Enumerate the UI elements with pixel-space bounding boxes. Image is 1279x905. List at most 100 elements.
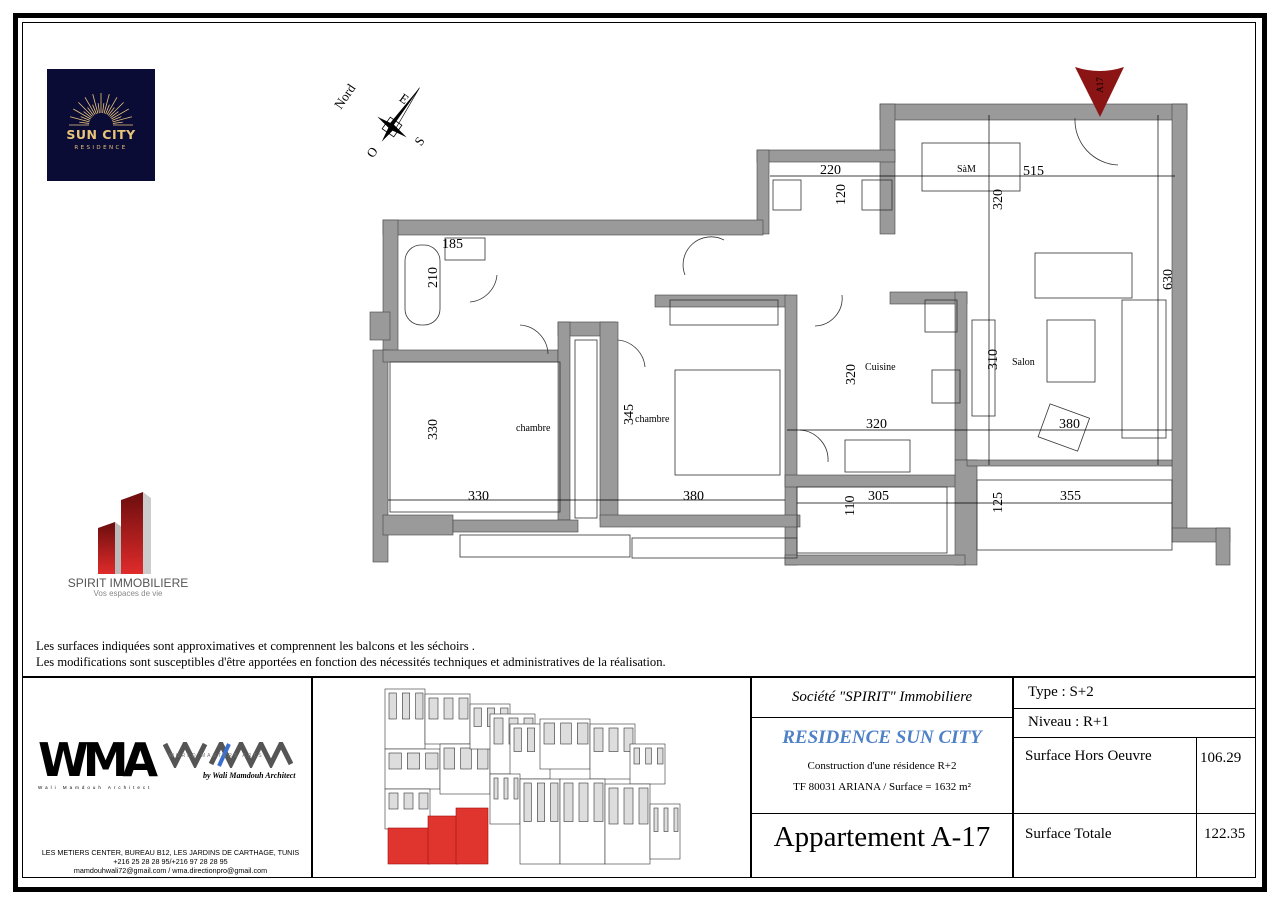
divider: [750, 813, 1256, 814]
site-key-plan: [384, 688, 681, 865]
sheet-frame: [13, 13, 1267, 892]
apartment-highlight: [387, 807, 489, 865]
key-plan-room: [458, 697, 469, 720]
key-plan-room: [593, 727, 604, 752]
key-plan-room: [477, 747, 489, 770]
key-plan-room: [645, 747, 652, 765]
dim-chambre1-width: 330: [468, 489, 489, 504]
key-plan-room: [593, 782, 604, 822]
room-label-chambre-2: chambre: [635, 414, 670, 425]
key-plan-room: [513, 727, 522, 752]
key-plan-room: [503, 777, 509, 800]
total-surface-value: 122.35: [1204, 826, 1246, 842]
wma2-logo-sub: WORLD MASTERS ARTS: [169, 753, 264, 759]
sheet-inner-frame: [22, 22, 1256, 878]
furniture: [389, 117, 1173, 559]
key-plan-room: [563, 782, 574, 822]
key-plan-room: [577, 722, 589, 745]
land-title: TF 80031 ARIANA / Surface = 1632 m²: [793, 781, 971, 793]
sun-city-logo-name: SUN CITY: [66, 127, 136, 142]
key-plan-room: [527, 727, 535, 752]
apartment-title: Appartement A-17: [773, 820, 991, 853]
dimension-lines: [388, 115, 1175, 504]
total-surface-label: Surface Totale: [1025, 826, 1112, 842]
key-plan-room: [473, 707, 482, 727]
address-emails: mamdouhwali72@gmail.com / wma.directionp…: [73, 866, 268, 875]
dim-wc-width: 220: [820, 163, 841, 178]
spirit-logo-name: SPIRIT IMMOBILIERE: [67, 576, 189, 590]
key-plan-room: [493, 777, 499, 800]
key-plan-room: [657, 747, 664, 765]
divider: [750, 717, 1012, 718]
note-surfaces: Les surfaces indiquées sont approximativ…: [36, 639, 475, 653]
note-modifications: Les modifications sont susceptibles d'êt…: [36, 655, 666, 669]
buildings-icon: [98, 492, 151, 574]
apartment-type: Type : S+2: [1028, 684, 1094, 700]
key-plan-room: [403, 792, 414, 810]
key-plan-room: [513, 777, 519, 800]
key-plan-room: [493, 717, 504, 745]
wma-logo: WMA Wali Mamdouh Architect: [38, 737, 158, 792]
dim-bathroom-height: 210: [426, 267, 441, 288]
dim-chambre1-height: 330: [426, 419, 441, 440]
dim-balcony2-height: 125: [991, 492, 1006, 513]
dim-wc-height: 120: [834, 184, 849, 205]
dim-balcony1-width: 305: [868, 489, 889, 504]
key-plan-room: [407, 752, 420, 770]
dim-chambre2-width: 380: [683, 489, 704, 504]
dim-salon-width: 380: [1059, 417, 1080, 432]
room-label-cuisine: Cuisine: [865, 362, 896, 373]
divider: [1012, 708, 1256, 709]
address-line-1: LES METIERS CENTER, BUREAU B12, LES JARD…: [41, 848, 300, 857]
dim-sam-width: 515: [1023, 164, 1044, 179]
company-name: Société "SPIRIT" Immobiliere: [791, 689, 973, 705]
residence-name: RESIDENCE SUN CITY: [782, 727, 982, 748]
dim-balcony1-height: 110: [843, 496, 858, 516]
wma2-logo-signature: by Wali Mamdouh Architect: [203, 771, 296, 780]
entrance-marker-icon: A17: [1075, 67, 1124, 117]
divider: [1196, 737, 1197, 878]
dim-sam-height: 320: [991, 189, 1006, 210]
key-plan-room: [428, 697, 439, 720]
key-plan-room: [537, 782, 545, 822]
key-plan-room: [578, 782, 589, 822]
key-plan-room: [550, 782, 559, 822]
wma-logo-sub: Wali Mamdouh Architect: [38, 785, 153, 790]
key-plan-room: [402, 692, 410, 720]
apartment-level: Niveau : R+1: [1028, 714, 1109, 730]
room-label-chambre-1: chambre: [516, 423, 551, 434]
construction-desc: Construction d'une résidence R+2: [807, 760, 957, 772]
dim-tv-wall: 310: [986, 349, 1001, 370]
divider: [1012, 676, 1014, 878]
divider: [750, 676, 752, 878]
key-plan-room: [388, 692, 397, 720]
walls: [369, 103, 1231, 566]
key-plan-room: [543, 722, 555, 745]
key-plan-room: [443, 747, 455, 770]
key-plan-room: [638, 787, 649, 825]
key-plan-room: [633, 747, 640, 765]
divider: [311, 676, 313, 878]
key-plan-room: [623, 787, 634, 825]
entrance-tag: A17: [1095, 77, 1105, 93]
sun-city-logo-sub: RESIDENCE: [74, 145, 128, 151]
spirit-immobiliere-logo: SPIRIT IMMOBILIERE Vos espaces de vie: [58, 488, 208, 600]
key-plan-room: [673, 807, 679, 832]
key-plan-room: [388, 752, 402, 770]
room-label-salon: Salon: [1012, 357, 1035, 368]
key-plan-room: [663, 807, 669, 832]
key-plan-room: [443, 697, 454, 720]
room-label-sam: SàM: [957, 164, 976, 175]
wma-logo-mark: WMA: [38, 733, 158, 787]
room-labels: SàM Salon Cuisine chambre chambre: [516, 164, 1035, 434]
key-plan-room: [608, 787, 619, 825]
wma-chevrons-icon: [162, 738, 294, 770]
key-plan-room: [415, 692, 424, 720]
dim-bathroom-width: 185: [442, 237, 463, 252]
key-plan-room: [388, 792, 399, 810]
sunburst-icon: [69, 93, 133, 126]
divider: [1012, 737, 1256, 738]
key-plan-room: [425, 752, 439, 770]
key-plan-room: [418, 792, 429, 810]
dim-balcony2-width: 355: [1060, 489, 1081, 504]
